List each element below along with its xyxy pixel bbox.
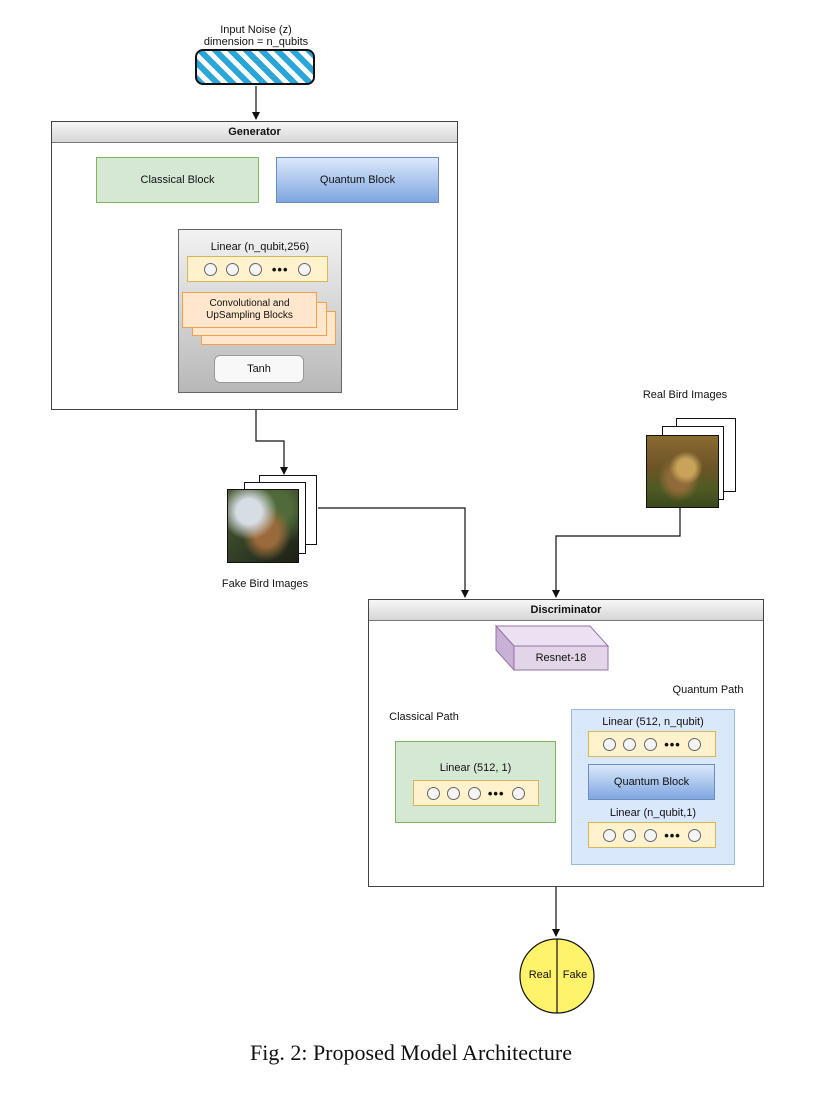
output-real-label: Real: [528, 969, 552, 981]
real-bird-image: [646, 435, 719, 508]
neuron: [249, 262, 263, 276]
fake-images-label: Fake Bird Images: [221, 578, 309, 590]
resnet-label: Resnet-18: [535, 652, 587, 664]
quantum-linear2-neurons: •••: [588, 822, 716, 848]
conv-upsampling-block: Convolutional and UpSampling Blocks: [182, 292, 317, 328]
output-node: [519, 938, 595, 1014]
neuron: [688, 737, 702, 751]
generator-title: Generator: [52, 122, 457, 143]
neuron: [447, 786, 461, 800]
neuron: [688, 828, 702, 842]
classical-linear-label: Linear (512, 1): [439, 762, 512, 774]
neuron: [203, 262, 217, 276]
input-noise-line1: Input Noise (z): [220, 24, 292, 36]
ellipsis: •••: [487, 785, 505, 801]
input-noise-line2: dimension = n_qubits: [203, 36, 309, 48]
ellipsis: •••: [664, 827, 681, 843]
classical-linear-neurons: •••: [413, 780, 539, 806]
generator-linear-label: Linear (n_qubit,256): [210, 241, 310, 253]
neuron: [467, 786, 481, 800]
ellipsis: •••: [664, 736, 681, 752]
input-noise-node: [195, 49, 315, 85]
quantum-path-label: Quantum Path: [672, 684, 744, 696]
quantum-block: Quantum Block: [276, 157, 439, 203]
neuron: [643, 828, 657, 842]
neuron: [427, 786, 441, 800]
neuron: [226, 262, 240, 276]
discriminator-quantum-block: Quantum Block: [588, 764, 715, 800]
generator-linear-neurons: •••: [187, 256, 328, 282]
output-fake-label: Fake: [562, 969, 588, 981]
neuron: [298, 262, 312, 276]
fake-bird-image: [227, 489, 299, 563]
neuron: [643, 737, 657, 751]
discriminator-title: Discriminator: [369, 600, 763, 621]
classical-block: Classical Block: [96, 157, 259, 203]
quantum-linear2-label: Linear (n_qubit,1): [609, 807, 697, 819]
resnet-block: [494, 624, 610, 672]
arrow-generator-to-fake: [255, 409, 288, 475]
ellipsis: •••: [271, 261, 289, 277]
neuron: [623, 828, 637, 842]
neuron: [623, 737, 637, 751]
neuron: [602, 828, 616, 842]
tanh-block: Tanh: [214, 355, 304, 383]
neuron: [602, 737, 616, 751]
classical-path-label: Classical Path: [389, 711, 459, 723]
quantum-linear1-label: Linear (512, n_qubit): [602, 716, 704, 728]
quantum-linear1-neurons: •••: [588, 731, 716, 757]
arrow-fake-to-discriminator: [318, 507, 469, 598]
neuron: [511, 786, 525, 800]
real-images-label: Real Bird Images: [642, 389, 728, 401]
input-noise-label: Input Noise (z) dimension = n_qubits: [196, 24, 316, 48]
figure-caption: Fig. 2: Proposed Model Architecture: [249, 1040, 572, 1065]
arrow-real-to-discriminator: [552, 508, 681, 598]
